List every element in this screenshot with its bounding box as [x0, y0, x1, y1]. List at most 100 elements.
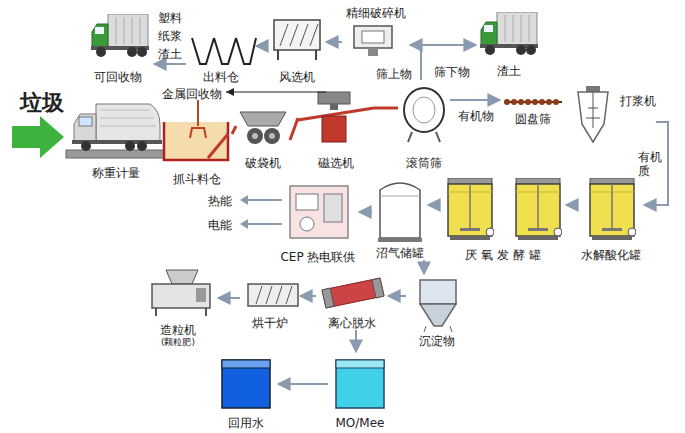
- output-label: 热能: [208, 193, 232, 209]
- disc-roller: [504, 99, 510, 105]
- soil-truck: [480, 12, 538, 55]
- equipment-node: 磁选机: [298, 86, 374, 170]
- disc-roller: [518, 99, 524, 105]
- input-label: 垃圾: [20, 90, 64, 116]
- disc-roller: [525, 99, 531, 105]
- equipment-node: 称重计量: [66, 96, 166, 180]
- flow-label: 筛下物: [432, 65, 472, 79]
- equipment-label: 精细破碎机: [346, 6, 406, 20]
- equipment-node: 厌 氧 发 酵 罐: [440, 172, 566, 262]
- recyclables-truck: [91, 14, 149, 57]
- equipment-node: 渣土: [476, 8, 542, 78]
- disc-roller: [553, 99, 559, 105]
- equipment-node: 风选机: [268, 12, 326, 84]
- equipment-label: 渣土: [497, 64, 521, 78]
- chp-unit: [240, 186, 348, 238]
- hydrolysis-tank: [590, 178, 636, 240]
- equipment-label: 抓斗料仓: [173, 172, 221, 186]
- pulper: [578, 86, 608, 142]
- equipment-label: 回用水: [228, 416, 264, 430]
- equipment-label: 烘干炉: [252, 316, 288, 330]
- drum-screen: [404, 88, 444, 142]
- equipment-node: 打浆机: [572, 84, 656, 146]
- disc-roller: [511, 99, 517, 105]
- flow-arrow: [154, 63, 186, 65]
- equipment-node: 破袋机: [236, 108, 290, 170]
- mo-mee-unit: [336, 360, 384, 408]
- equipment-node: 沼气储罐: [372, 172, 428, 260]
- equipment-label: 沉淀物: [419, 334, 455, 348]
- equipment-node: 水解酸化罐: [578, 172, 644, 262]
- equipment-label: 可回收物: [94, 70, 142, 84]
- conveyor-belt: [290, 118, 298, 140]
- centrifuge: [322, 278, 384, 308]
- output-label: 金属回收物: [162, 86, 222, 102]
- equipment-node: 烘干炉: [240, 276, 300, 330]
- equipment-label: 离心脱水: [328, 316, 376, 330]
- equipment-node: 回用水: [214, 352, 278, 430]
- equipment-label: (颗粒肥): [161, 337, 195, 348]
- equipment-node: 精细破碎机: [342, 6, 410, 60]
- flow-label: 有机物: [456, 109, 496, 123]
- disc-roller: [539, 99, 545, 105]
- equipment-label: 厌 氧 发 酵 罐: [465, 248, 540, 262]
- equipment-label: 磁选机: [318, 156, 354, 170]
- flow-arrow: [359, 211, 372, 213]
- flow-arrow: [388, 295, 406, 297]
- equipment-label: 水解酸化罐: [581, 248, 641, 262]
- garbage-truck: [66, 104, 166, 158]
- equipment-node: 可回收物: [82, 8, 154, 84]
- equipment-label: 打浆机: [620, 94, 656, 108]
- grab-bin: [164, 100, 228, 160]
- conveyor-belt: [374, 107, 398, 110]
- equipment-label: 沼气储罐: [376, 246, 424, 260]
- flow-arrow: [421, 45, 476, 80]
- magnetic-separator: [226, 88, 374, 142]
- equipment-label: 圆盘筛: [515, 112, 551, 126]
- disc-roller: [532, 99, 538, 105]
- equipment-label: 风选机: [279, 70, 315, 84]
- equipment-label: MO/Mee: [336, 416, 385, 430]
- conveyor-belt: [232, 126, 236, 134]
- equipment-node: 抓斗料仓: [162, 110, 232, 186]
- equipment-node: 滚筒筛: [398, 80, 450, 170]
- output-label: 纸浆: [158, 28, 182, 44]
- waste-input-arrow: [12, 116, 64, 158]
- flow-label: 筛上物: [374, 67, 414, 81]
- output-label: 渣土: [158, 46, 182, 62]
- fine-crusher: [354, 26, 392, 56]
- equipment-node: 圆盘筛: [500, 90, 566, 126]
- output-label: 塑料: [158, 10, 182, 26]
- biogas-tank: [378, 183, 422, 242]
- equipment-node: 沉淀物: [406, 274, 468, 348]
- equipment-node: MO/Mee: [328, 352, 392, 430]
- flow-arrow: [218, 297, 240, 299]
- flow-arrow: [278, 383, 328, 385]
- disc-screen: [504, 99, 562, 105]
- flow-label: 有机质: [636, 150, 666, 178]
- equipment-label: 出料仓: [203, 70, 239, 84]
- equipment-label: 滚筒筛: [406, 156, 442, 170]
- flow-arrow: [428, 204, 440, 206]
- flow-arrow: [300, 295, 316, 297]
- equipment-node: 造粒机(颗粒肥): [138, 262, 218, 348]
- bag-breaker: [240, 112, 286, 144]
- equipment-label: 造粒机: [160, 323, 196, 337]
- air-separator: [274, 20, 320, 60]
- flow-arrow: [566, 204, 578, 206]
- sediment-silo: [420, 280, 456, 332]
- flow-arrow: [256, 45, 268, 47]
- pelletizer: [152, 270, 210, 316]
- flow-arrow: [326, 41, 342, 43]
- equipment-label: 称重计量: [92, 166, 140, 180]
- flow-arrow: [355, 330, 357, 352]
- equipment-label: CEP 热电联供: [280, 250, 355, 264]
- dryer: [248, 284, 298, 306]
- anaerobic-tanks: [448, 178, 562, 240]
- flow-arrow: [450, 99, 500, 101]
- output-label: 电能: [208, 217, 232, 233]
- equipment-node: CEP 热电联供: [277, 180, 359, 264]
- discharge-hoppers: [192, 38, 256, 64]
